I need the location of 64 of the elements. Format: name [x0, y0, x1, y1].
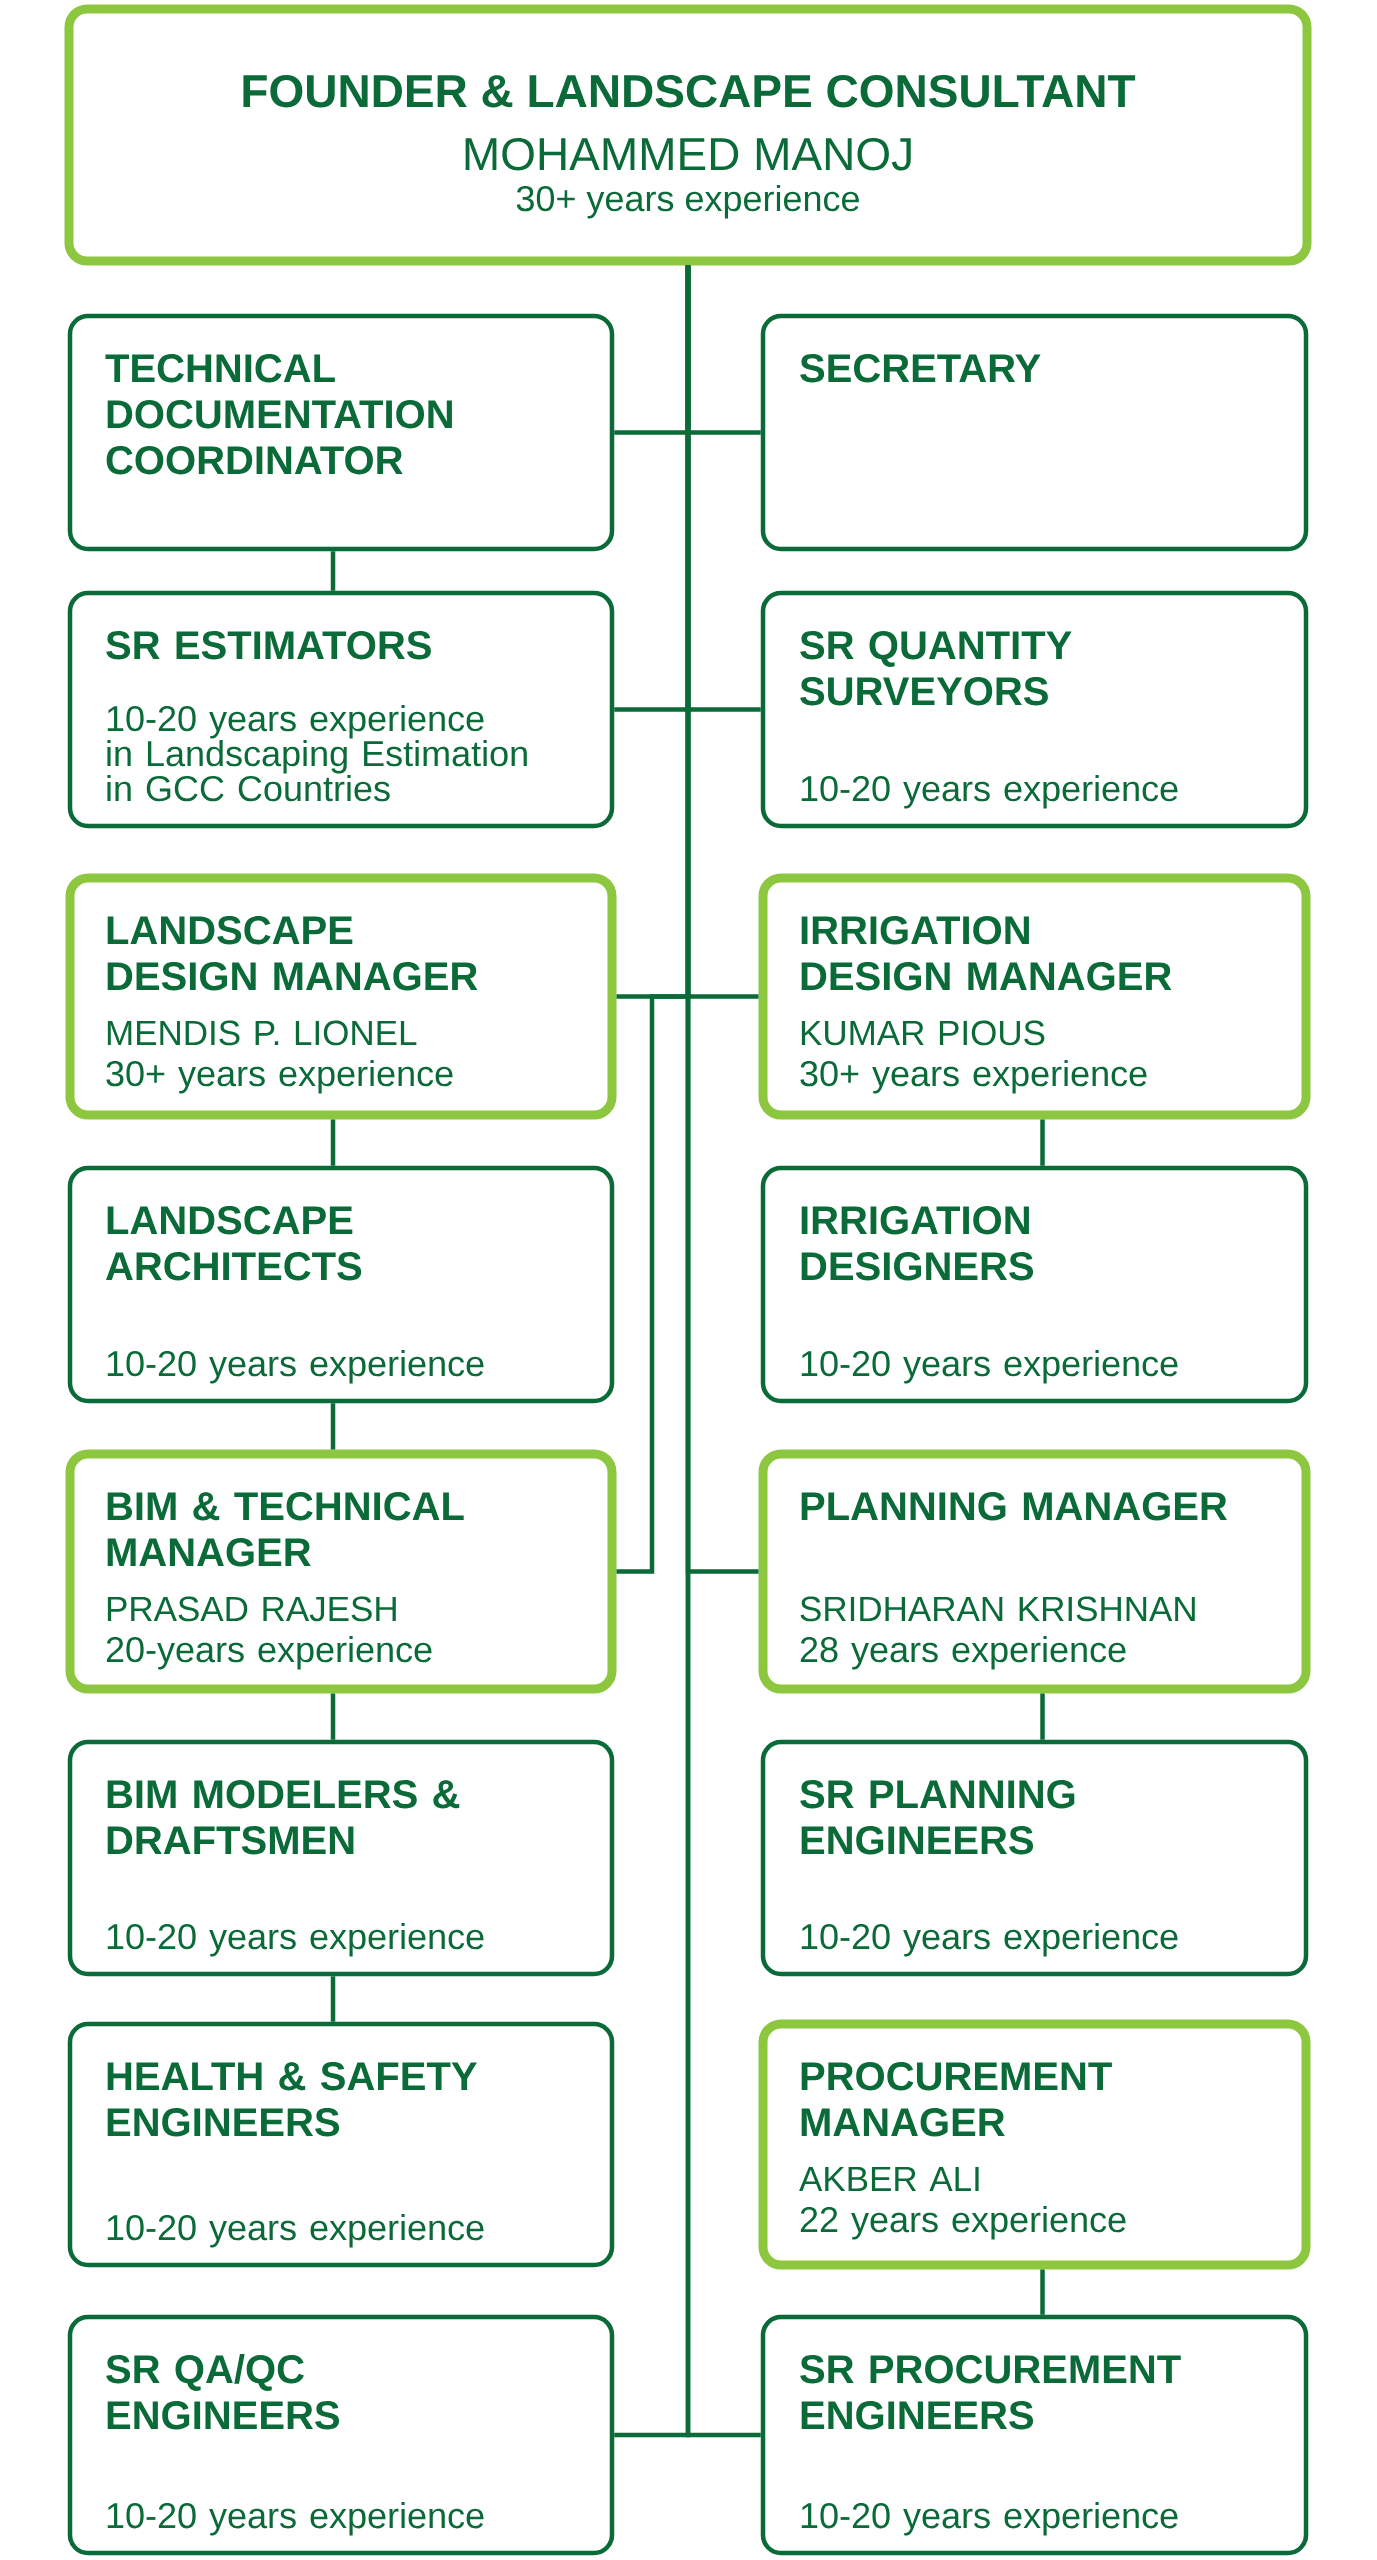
connector-line: [330, 1976, 336, 2022]
role-box: [758, 2019, 1311, 2270]
role-box: [67, 2021, 615, 2268]
role-box: [760, 1739, 1309, 1977]
person-name: SRIDHARAN KRISHNAN: [800, 1596, 1195, 1622]
connector-line: [685, 265, 761, 2438]
role-title: IRRIGATION DESIGNERS: [801, 1206, 1034, 1281]
connector-line: [330, 551, 336, 591]
role-title: LANDSCAPE ARCHITECTS: [106, 1206, 362, 1281]
connector-line: [330, 1119, 336, 1166]
experience-text: 10-20 years experience: [107, 1349, 484, 1384]
role-title: TECHNICAL DOCUMENTATION COORDINATOR: [105, 354, 452, 475]
role-box: [760, 313, 1309, 552]
person-name: PRASAD RAJESH: [107, 1596, 396, 1622]
role-title: HEALTH & SAFETY ENGINEERS: [107, 2062, 477, 2137]
role-box: [67, 313, 615, 552]
role-box: [760, 2314, 1309, 2556]
connector-line: [330, 1693, 336, 1740]
role-title: SR QUANTITY SURVEYORS: [800, 631, 1072, 706]
role-title: FOUNDER & LANDSCAPE CONSULTANT: [243, 74, 1136, 108]
role-title: SR PROCUREMENT ENGINEERS: [800, 2355, 1181, 2430]
experience-text: 10-20 years experience in Landscaping Estimation in GCC Countries: [107, 704, 527, 802]
role-box: [67, 1739, 615, 1977]
experience-text: 10-20 years experience: [107, 1922, 484, 1957]
connector-line: [330, 1403, 336, 1450]
role-box: [64, 4, 1312, 266]
experience-text: 10-20 years experience: [801, 2501, 1178, 2536]
experience-text: 22 years experience: [800, 2205, 1126, 2240]
experience-text: 10-20 years experience: [801, 1922, 1178, 1957]
connector-line: [1040, 2269, 1045, 2315]
experience-text: 30+ years experience: [106, 1059, 453, 1094]
role-title: SR QA/QC ENGINEERS: [106, 2354, 340, 2430]
role-title: BIM & TECHNICAL MANAGER: [107, 1492, 464, 1567]
role-box: [758, 873, 1311, 1120]
role-title: PROCUREMENT MANAGER: [801, 2062, 1112, 2137]
role-box: [760, 1165, 1309, 1404]
role-box: [67, 1165, 615, 1404]
role-title: IRRIGATION DESIGN MANAGER: [801, 916, 1172, 991]
role-box: [65, 1449, 617, 1694]
experience-text: 10-20 years experience: [801, 774, 1178, 809]
person-name: MENDIS P. LIONEL: [107, 1020, 417, 1046]
person-name: KUMAR PIOUS: [801, 1020, 1045, 1046]
experience-text: 10-20 years experience: [107, 2501, 484, 2536]
role-title: SECRETARY: [800, 354, 1041, 383]
experience-text: 28 years experience: [800, 1635, 1126, 1670]
experience-text: 30+ years experience: [516, 184, 859, 219]
experience-text: 10-20 years experience: [107, 2213, 484, 2248]
experience-text: 20-years experience: [106, 1635, 432, 1670]
role-title: PLANNING MANAGER: [801, 1492, 1227, 1521]
connector-line: [1040, 1119, 1045, 1166]
role-title: LANDSCAPE DESIGN MANAGER: [107, 916, 478, 991]
role-box: [67, 590, 615, 829]
connector-line: [1040, 1693, 1045, 1740]
role-box: [67, 2314, 615, 2556]
experience-text: 10-20 years experience: [801, 1349, 1178, 1384]
person-name: MOHAMMED MANOJ: [465, 137, 911, 171]
role-title: BIM MODELERS & DRAFTSMEN: [107, 1780, 460, 1855]
role-title: SR PLANNING ENGINEERS: [800, 1780, 1075, 1855]
person-name: AKBER ALI: [799, 2166, 979, 2192]
role-box: [65, 873, 617, 1120]
role-title: SR ESTIMATORS: [106, 631, 431, 660]
experience-text: 30+ years experience: [800, 1059, 1147, 1094]
role-box: [758, 1449, 1311, 1694]
role-box: [760, 590, 1309, 829]
